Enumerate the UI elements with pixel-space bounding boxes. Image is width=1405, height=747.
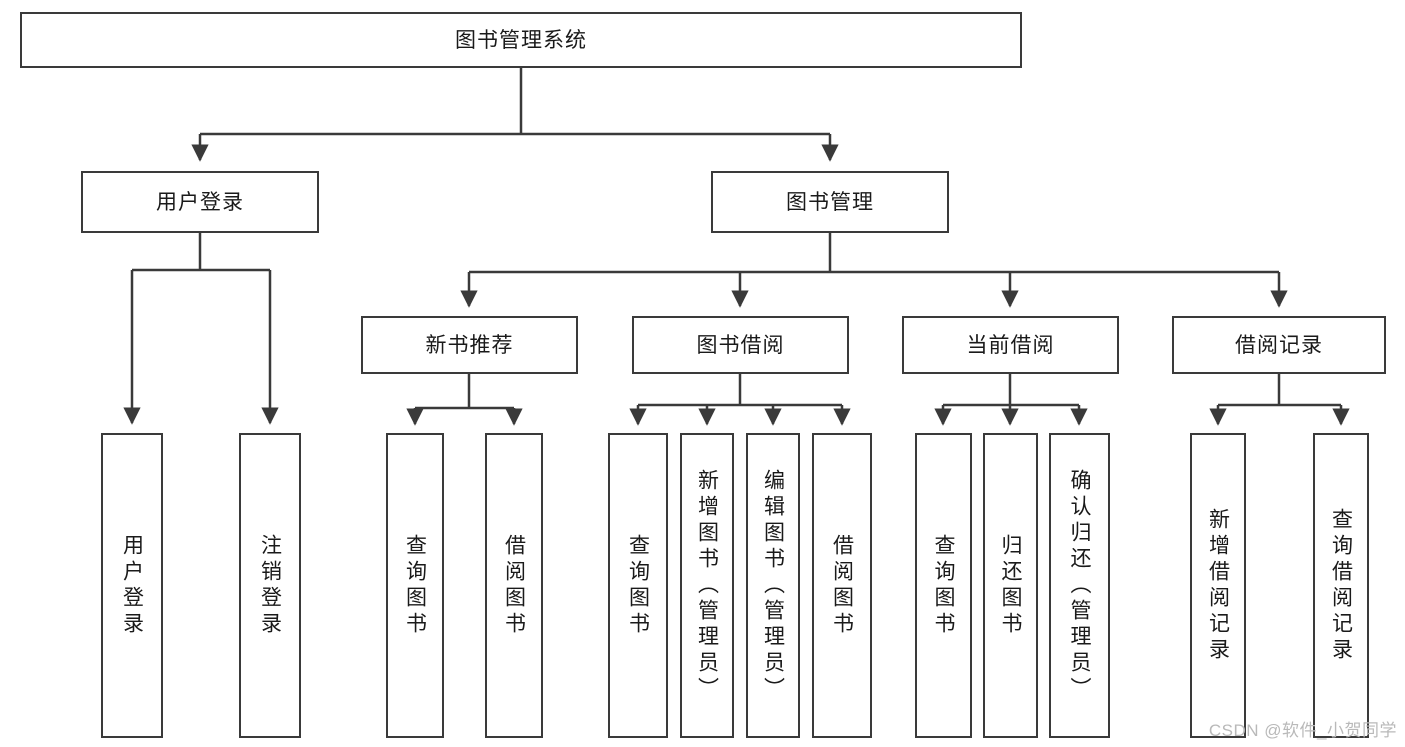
node-leaf-user-login-label: 用户登录 [120,533,144,638]
node-leaf-add-book-admin-label: 新增图书（管理员） [695,468,719,703]
node-leaf-confirm-return-admin-label: 确认归还（管理员） [1068,468,1091,703]
node-l1-book-management-label: 图书管理 [786,190,874,214]
node-leaf-logout[interactable]: 注销登录 [239,433,301,738]
node-l2-book-borrow[interactable]: 图书借阅 [632,316,849,374]
node-leaf-query-borrow-record-label: 查询借阅记录 [1329,507,1353,664]
node-leaf-query-book-rec-label: 查询图书 [403,533,427,638]
node-root[interactable]: 图书管理系统 [20,12,1022,68]
node-l1-book-management[interactable]: 图书管理 [711,171,949,233]
node-l2-borrow-record[interactable]: 借阅记录 [1172,316,1386,374]
node-l2-new-book-recommend[interactable]: 新书推荐 [361,316,578,374]
node-leaf-query-book-current-label: 查询图书 [932,533,955,638]
node-leaf-add-book-admin[interactable]: 新增图书（管理员） [680,433,734,738]
node-leaf-edit-book-admin-label: 编辑图书（管理员） [761,468,785,703]
node-l2-book-borrow-label: 图书借阅 [696,333,785,357]
node-leaf-borrow-book-rec[interactable]: 借阅图书 [485,433,543,738]
node-l2-current-borrow[interactable]: 当前借阅 [902,316,1119,374]
node-leaf-confirm-return-admin[interactable]: 确认归还（管理员） [1049,433,1110,738]
node-l1-user-login-label: 用户登录 [156,190,244,214]
node-leaf-query-book-borrow[interactable]: 查询图书 [608,433,668,738]
node-root-label: 图书管理系统 [455,28,587,52]
node-leaf-query-book-rec[interactable]: 查询图书 [386,433,444,738]
node-l2-current-borrow-label: 当前借阅 [966,333,1055,357]
node-leaf-user-login[interactable]: 用户登录 [101,433,163,738]
node-leaf-lend-book[interactable]: 借阅图书 [812,433,872,738]
node-leaf-edit-book-admin[interactable]: 编辑图书（管理员） [746,433,800,738]
node-leaf-add-borrow-record-label: 新增借阅记录 [1206,507,1230,664]
node-leaf-query-borrow-record[interactable]: 查询借阅记录 [1313,433,1369,738]
node-leaf-lend-book-label: 借阅图书 [830,533,854,638]
node-leaf-query-book-current[interactable]: 查询图书 [915,433,972,738]
node-leaf-add-borrow-record[interactable]: 新增借阅记录 [1190,433,1246,738]
node-leaf-borrow-book-rec-label: 借阅图书 [502,533,526,638]
node-leaf-query-book-borrow-label: 查询图书 [626,533,650,638]
node-leaf-logout-label: 注销登录 [258,533,282,638]
node-l2-new-book-recommend-label: 新书推荐 [425,333,514,357]
node-leaf-return-book-label: 归还图书 [999,533,1022,638]
node-l1-user-login[interactable]: 用户登录 [81,171,319,233]
node-leaf-return-book[interactable]: 归还图书 [983,433,1038,738]
node-l2-borrow-record-label: 借阅记录 [1235,333,1323,357]
